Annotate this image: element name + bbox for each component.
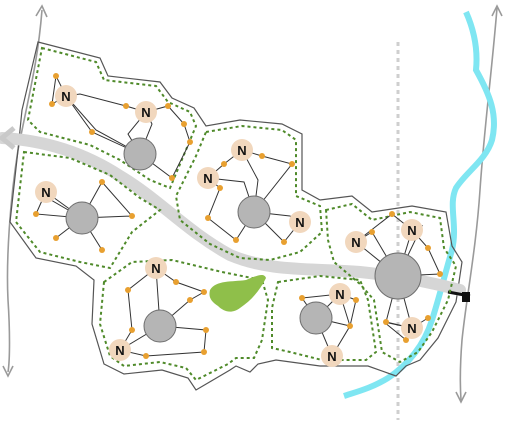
river <box>343 10 498 399</box>
dot <box>89 129 95 135</box>
dot <box>425 245 431 251</box>
connection-dots <box>33 73 443 359</box>
node-n: N <box>231 139 253 161</box>
dot <box>143 353 149 359</box>
node-n: N <box>135 101 157 123</box>
dot <box>217 185 223 191</box>
arrow-up-icon <box>491 4 503 17</box>
dot <box>33 211 39 217</box>
hub-circle <box>237 195 271 229</box>
dot <box>129 327 135 333</box>
dot <box>289 161 295 167</box>
dot <box>181 121 187 127</box>
zone-west <box>14 150 162 270</box>
dot <box>403 337 409 343</box>
zone-southeast <box>271 274 378 361</box>
zone-center-north <box>174 124 324 262</box>
dot <box>369 229 375 235</box>
hub-circle <box>143 309 177 343</box>
node-label: N <box>61 89 70 104</box>
node-label: N <box>203 171 212 186</box>
left-edge-line <box>2 4 48 378</box>
site-boundary <box>9 41 463 391</box>
dot <box>187 297 193 303</box>
dot <box>99 247 105 253</box>
hub-circles <box>65 137 422 343</box>
dot <box>173 279 179 285</box>
hub-circle <box>123 137 157 171</box>
node-label: N <box>295 215 304 230</box>
node-n: N <box>321 345 343 367</box>
node-n: N <box>329 283 351 305</box>
dot <box>389 211 395 217</box>
node-n: N <box>55 85 77 107</box>
node-label: N <box>351 235 360 250</box>
dot <box>233 237 239 243</box>
dot <box>165 103 171 109</box>
dot <box>221 161 227 167</box>
dot <box>437 271 443 277</box>
node-label: N <box>407 223 416 238</box>
node-label: N <box>115 343 124 358</box>
dot <box>201 349 207 355</box>
dot <box>383 319 389 325</box>
node-label: N <box>151 261 160 276</box>
node-n: N <box>345 231 367 253</box>
node-label: N <box>327 349 336 364</box>
zone-east <box>324 202 458 364</box>
arrow-down-icon <box>2 365 14 378</box>
node-n: N <box>401 317 423 339</box>
zone-northwest <box>26 46 198 190</box>
dot <box>53 235 59 241</box>
node-n: N <box>289 211 311 233</box>
dot <box>125 287 131 293</box>
node-label: N <box>237 143 246 158</box>
dot <box>259 153 265 159</box>
node-n: N <box>145 257 167 279</box>
node-label: N <box>335 287 344 302</box>
arrow-left-icon <box>0 126 16 150</box>
node-n: N <box>401 219 423 241</box>
arrow-up-icon <box>35 4 48 18</box>
n-nodes: N N N N N N N N <box>35 85 423 367</box>
road-end-marker-icon <box>447 290 471 302</box>
dot <box>201 289 207 295</box>
dot <box>187 139 193 145</box>
dot <box>353 297 359 303</box>
dot <box>99 179 105 185</box>
hub-circle <box>65 201 99 235</box>
dot <box>281 239 287 245</box>
node-label: N <box>41 185 50 200</box>
dot <box>49 101 55 107</box>
right-edge-line <box>455 4 503 404</box>
node-label: N <box>407 321 416 336</box>
dot <box>425 315 431 321</box>
node-n: N <box>35 181 57 203</box>
dot <box>203 327 209 333</box>
hub-circle <box>299 301 333 335</box>
zone-south <box>98 258 270 382</box>
dot <box>169 175 175 181</box>
dot <box>129 213 135 219</box>
node-label: N <box>141 105 150 120</box>
dot <box>347 323 353 329</box>
node-n: N <box>109 339 131 361</box>
dot <box>53 73 59 79</box>
hub-circle <box>374 252 422 300</box>
arrow-down-icon <box>455 391 467 404</box>
green-patch <box>209 274 266 312</box>
dot <box>299 295 305 301</box>
dot <box>205 215 211 221</box>
node-n: N <box>197 167 219 189</box>
dot <box>123 103 129 109</box>
